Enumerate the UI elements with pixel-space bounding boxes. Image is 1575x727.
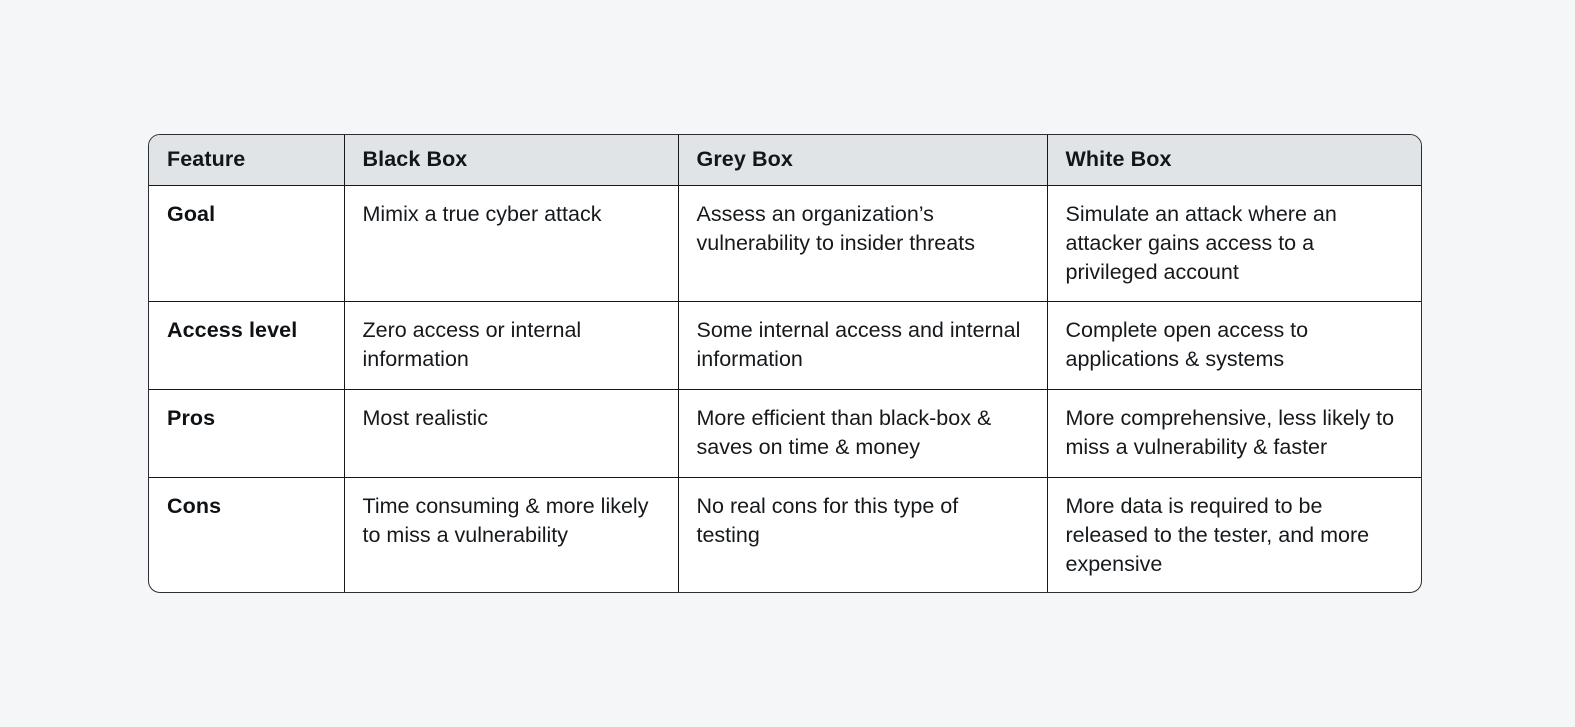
cell-cons-black-box: Time consuming & more likely to miss a v… xyxy=(344,477,679,593)
cell-access-level-grey-box: Some internal access and internal inform… xyxy=(678,301,1048,390)
table-header: Feature Black Box Grey Box White Box xyxy=(149,135,1421,186)
cell-cons-grey-box: No real cons for this type of testing xyxy=(678,477,1048,593)
column-header-feature: Feature xyxy=(149,135,345,186)
table-body: Goal Mimix a true cyber attack Assess an… xyxy=(149,185,1421,593)
row-label-cons: Cons xyxy=(149,477,345,593)
table-row: Goal Mimix a true cyber attack Assess an… xyxy=(149,185,1421,302)
cell-pros-black-box: Most realistic xyxy=(344,389,679,478)
cell-goal-black-box: Mimix a true cyber attack xyxy=(344,185,679,302)
cell-cons-white-box: More data is required to be released to … xyxy=(1065,494,1370,576)
column-header-white-box: White Box xyxy=(1047,135,1421,186)
row-label-goal: Goal xyxy=(149,185,345,302)
column-header-black-box: Black Box xyxy=(344,135,679,186)
cell-goal-white-box: Simulate an attack where an attacker gai… xyxy=(1047,185,1421,302)
table-row: Pros Most realistic More efficient than … xyxy=(149,389,1421,478)
column-header-grey-box: Grey Box xyxy=(678,135,1048,186)
cell-pros-white-box: More comprehensive, less likely to miss … xyxy=(1047,389,1421,478)
cell-access-level-white-box: Complete open access to applications & s… xyxy=(1047,301,1421,390)
table-row: Access level Zero access or internal inf… xyxy=(149,301,1421,390)
comparison-table: Feature Black Box Grey Box White Box Goa… xyxy=(149,135,1421,593)
row-label-access-level: Access level xyxy=(149,301,345,390)
table-row: Cons Time consuming & more likely to mis… xyxy=(149,477,1421,593)
cell-access-level-black-box: Zero access or internal information xyxy=(344,301,679,390)
cell-goal-grey-box: Assess an organization’s vulnerability t… xyxy=(678,185,1048,302)
table-header-row: Feature Black Box Grey Box White Box xyxy=(149,135,1421,186)
row-label-pros: Pros xyxy=(149,389,345,478)
comparison-table-container: Feature Black Box Grey Box White Box Goa… xyxy=(148,134,1422,594)
cell-pros-grey-box: More efficient than black-box & saves on… xyxy=(678,389,1048,478)
